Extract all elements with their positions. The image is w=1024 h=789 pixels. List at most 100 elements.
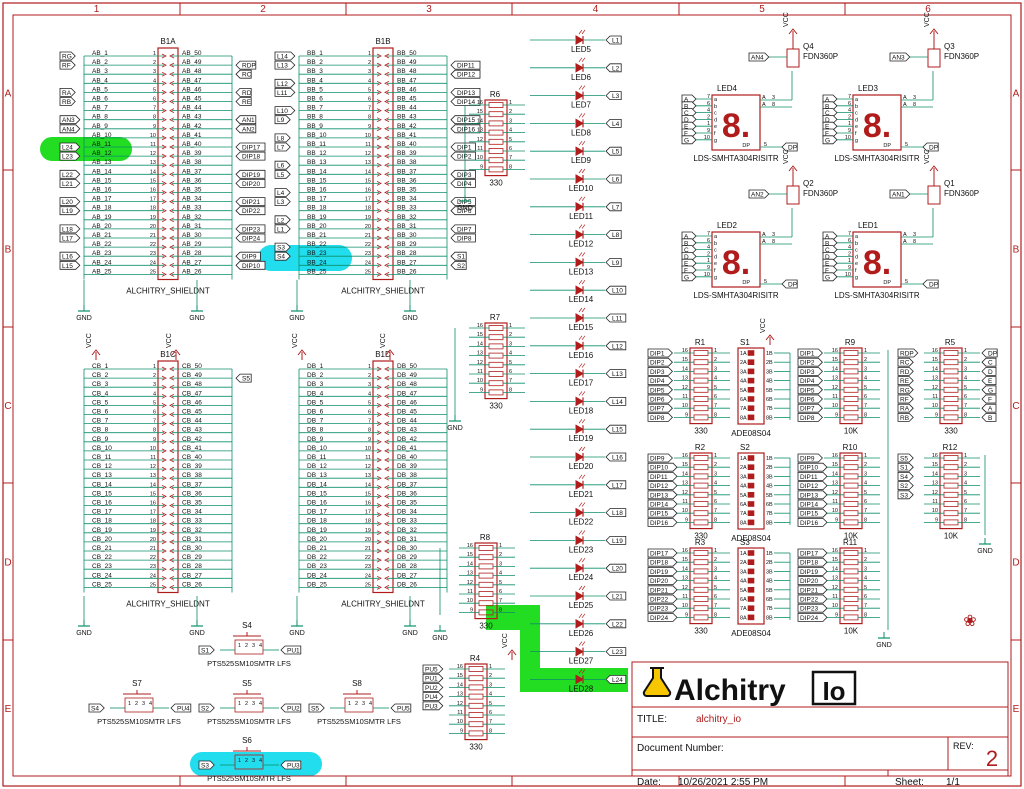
net-label: C (684, 247, 689, 254)
net-label: DIP22 (650, 597, 668, 604)
pin-chevron (376, 448, 382, 454)
net-label: S3 (277, 245, 285, 252)
net-flag (274, 115, 291, 125)
pin-number-left: 12 (365, 151, 371, 157)
net-flag (897, 403, 914, 413)
vcc-label: VCC (783, 149, 790, 164)
array-pin-right: 3 (864, 366, 867, 372)
net-label: DIP4 (800, 378, 815, 385)
net-flag (647, 508, 678, 518)
array-pin-right: 8 (499, 607, 502, 613)
seg-pin-name: g (714, 138, 717, 144)
net-flag (605, 508, 627, 517)
pin-name-left: AB_18 (92, 205, 112, 212)
pin-chevron (169, 484, 175, 490)
pin-name-left: DB_25 (307, 581, 327, 588)
net-label: L2 (277, 217, 285, 224)
net-label: RC (242, 72, 252, 79)
array-pin-left: 9 (685, 517, 688, 523)
vcc-arrow (385, 349, 395, 356)
array-pin-right: 5 (864, 585, 867, 591)
pin-chevron (376, 539, 382, 545)
net-label: DIP8 (650, 415, 665, 422)
pin-number-left: 13 (365, 473, 371, 479)
net-label: G (988, 387, 993, 394)
net-flag (235, 206, 266, 216)
pin-chevron (161, 585, 167, 590)
net-label: RE (242, 99, 252, 106)
pin-chevron (169, 412, 175, 417)
pin-number-left: 15 (365, 491, 371, 497)
pin-name-right: CB_32 (182, 527, 202, 534)
emission-arrows (578, 140, 586, 146)
pin-name-right: CB_40 (182, 454, 202, 461)
gnd-label: GND (189, 630, 205, 637)
gnd-label: GND (76, 315, 92, 322)
button-pin: 3 (362, 701, 365, 707)
pin-number-left: 1 (368, 364, 371, 370)
pin-number-left: 20 (365, 537, 371, 543)
pin-number-left: 18 (150, 206, 156, 212)
seg-pin-name: b (855, 104, 858, 110)
pin-chevron (376, 457, 382, 463)
pin-name-left: DB_21 (307, 545, 327, 552)
net-label: DP (929, 282, 938, 289)
pin-chevron (376, 262, 382, 268)
pin-name-right: CB_30 (182, 545, 202, 552)
net-flag (605, 536, 627, 545)
net-flag (981, 357, 997, 367)
net-label: DIP2 (650, 360, 665, 367)
net-flag (274, 242, 291, 252)
net-flag (889, 189, 911, 199)
switch-pin-right: 2B (766, 560, 773, 566)
pin-chevron (169, 253, 175, 259)
net-label: DIP3 (650, 369, 665, 376)
net-label: L1 (277, 226, 285, 233)
array-pin-left: 15 (832, 357, 838, 363)
pin-name-left: CB_12 (92, 463, 112, 470)
net-flag (235, 115, 257, 125)
emission-arrows (578, 307, 586, 313)
net-label: D (684, 254, 689, 261)
button-body (344, 697, 374, 713)
led-ref: LED6 (571, 73, 592, 82)
array-pin-left: 10 (477, 155, 483, 161)
pin-chevron (169, 557, 175, 563)
pin-name-left: CB_23 (92, 563, 112, 570)
array-ref: R7 (490, 313, 501, 322)
net-flag (647, 348, 673, 358)
pin-chevron (161, 566, 167, 572)
button-pin: 2 (245, 701, 248, 707)
seg-pin-name: a (714, 234, 718, 240)
pin-chevron (169, 366, 175, 372)
net-label: L24 (62, 145, 73, 152)
pin-number-left: 19 (150, 528, 156, 534)
seg-pin-number: 2 (707, 114, 710, 120)
array-pin-right: 2 (714, 357, 717, 363)
seg-pin-number: 4 (848, 108, 851, 114)
array-value: 330 (489, 179, 503, 188)
pin-number-left: 16 (150, 501, 156, 507)
switch-lever (747, 491, 755, 498)
net-label: DIP2 (800, 360, 815, 367)
pin-name-right: DB_34 (397, 509, 417, 516)
diode-body (575, 479, 585, 490)
pin-number-left: 4 (368, 78, 371, 84)
array-ref: R5 (945, 338, 956, 347)
seg-pin-name: b (714, 241, 717, 247)
net-label: E (825, 261, 830, 268)
pin-number-left: 1 (153, 364, 156, 370)
switch-pin-right: 3B (766, 569, 773, 575)
array-pin-right: 3 (509, 341, 512, 347)
net-flag (748, 52, 770, 62)
net-flag (647, 385, 673, 395)
button-pin: 2 (245, 758, 248, 764)
pin-name-right: AB_27 (182, 259, 202, 266)
fet-ref: Q2 (803, 179, 814, 188)
